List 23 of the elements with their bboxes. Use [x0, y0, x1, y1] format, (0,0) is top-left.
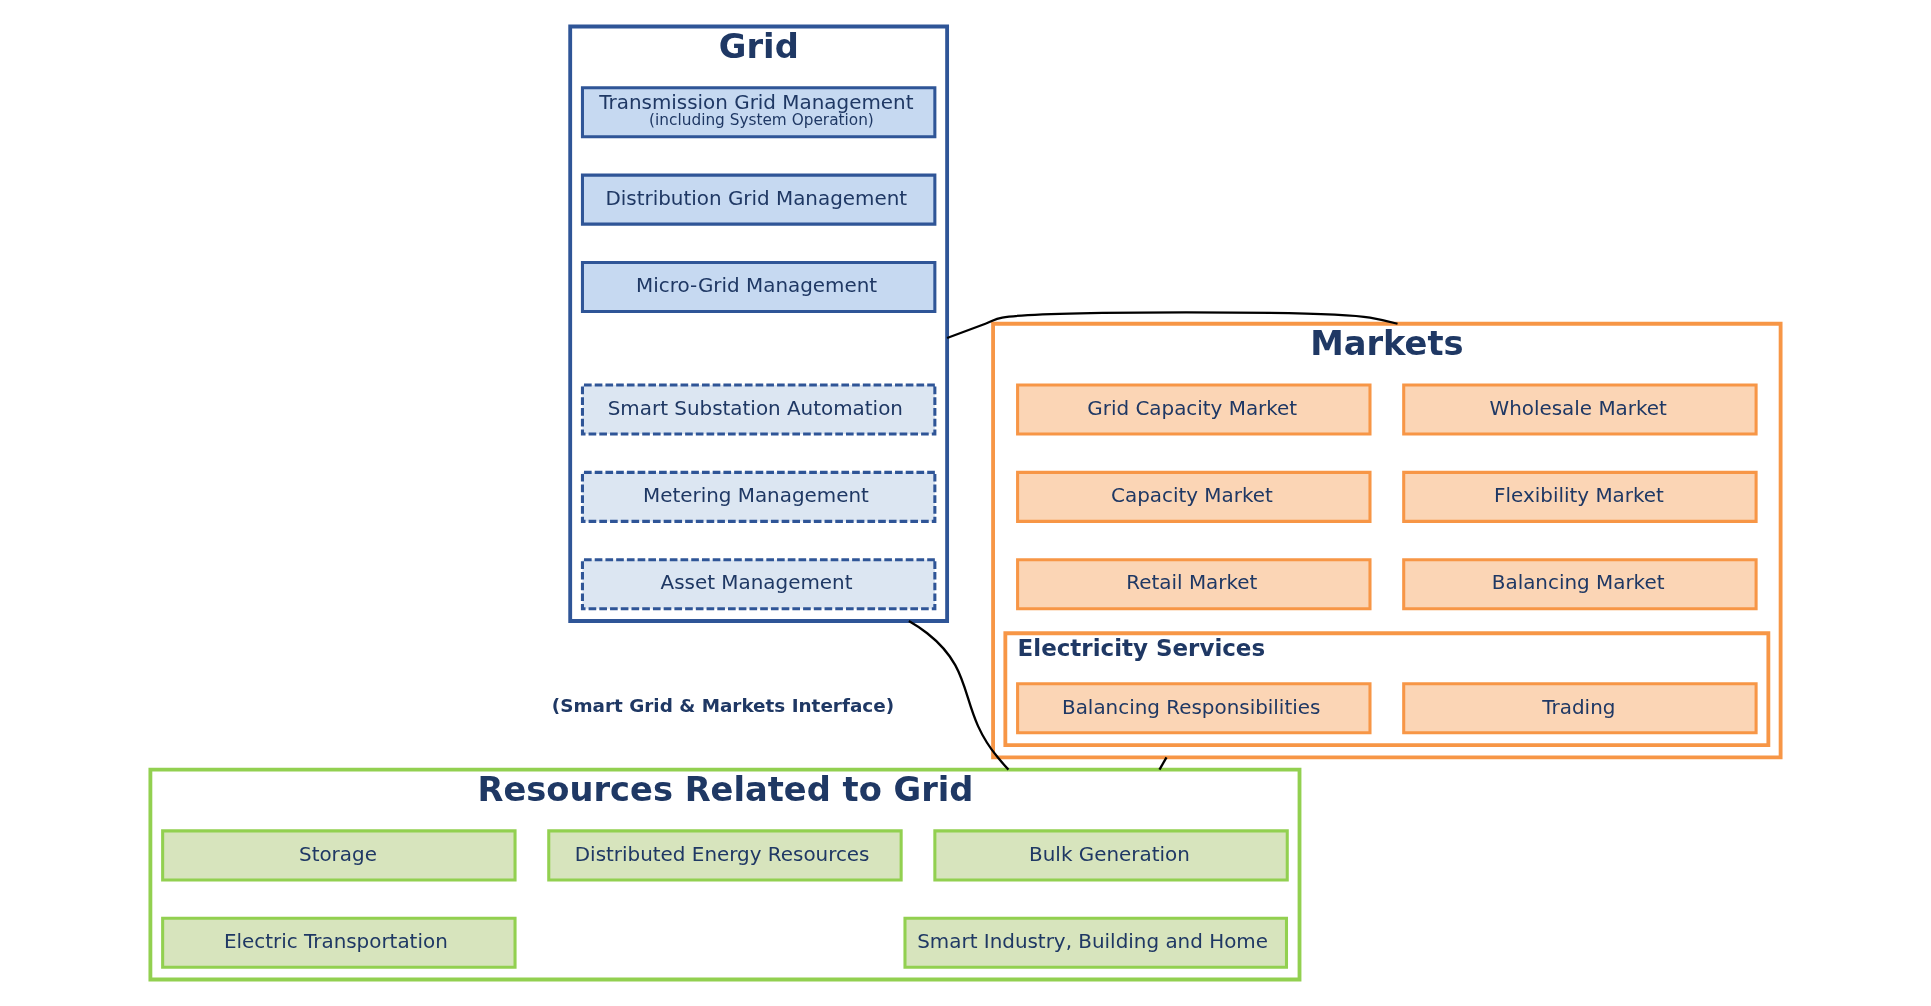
node-box: Trading [1402, 682, 1758, 735]
node-box: Balancing Responsibilities [1016, 682, 1372, 735]
node-box: Balancing Market [1402, 558, 1758, 611]
node-box: Distribution Grid Management [580, 173, 937, 226]
connector [1158, 756, 1168, 771]
node-box: Retail Market [1016, 558, 1372, 611]
node-box: Capacity Market [1016, 470, 1372, 523]
node-box: Wholesale Market [1402, 383, 1758, 436]
node-box: Electric Transportation [161, 916, 517, 969]
label: (Smart Grid & Markets Interface) [551, 694, 895, 716]
node-box: Bulk Generation [933, 829, 1289, 882]
node-box: Asset Management [580, 558, 937, 611]
node-box: Metering Management [580, 470, 937, 523]
node-box: Transmission Grid Management (including System Operation) [580, 86, 937, 139]
node-box: Flexibility Market [1402, 470, 1758, 523]
node-box: Smart Substation Automation [580, 383, 937, 436]
connector [908, 620, 1010, 771]
connector [946, 311, 1398, 340]
node-box: Grid Capacity Market [1016, 383, 1372, 436]
node-box: Micro-Grid Management [580, 260, 937, 313]
node-box: Distributed Energy Resources [547, 829, 903, 882]
node-box: Storage [161, 829, 517, 882]
node-box: Smart Industry, Building and Home [903, 916, 1288, 969]
